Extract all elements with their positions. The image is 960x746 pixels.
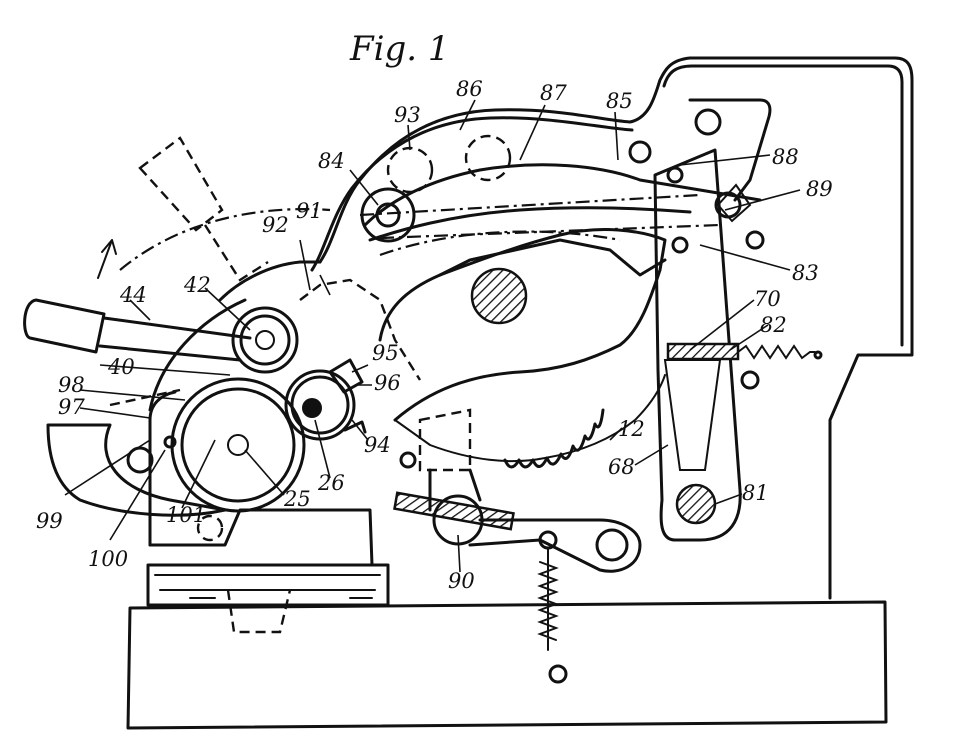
- label-88: 88: [772, 145, 799, 169]
- label-90: 90: [448, 569, 475, 593]
- upper-linkage: [359, 98, 772, 254]
- label-68: 68: [608, 455, 635, 479]
- label-81: 81: [742, 481, 769, 505]
- label-70: 70: [754, 287, 781, 311]
- arm-pivot-section: [675, 483, 717, 525]
- label-98: 98: [58, 373, 85, 397]
- label-12: 12: [618, 417, 645, 441]
- leader-lines: [64, 99, 801, 573]
- label-42: 42: [183, 273, 211, 297]
- label-85: 85: [606, 89, 633, 113]
- label-99: 99: [36, 509, 63, 533]
- vertical-arm: [653, 148, 823, 542]
- housing: [148, 56, 914, 600]
- label-97: 97: [58, 395, 85, 419]
- label-95: 95: [372, 341, 399, 365]
- label-93: 93: [394, 103, 421, 127]
- pawl-block: [666, 342, 740, 361]
- reference-numerals: 86 87 85 93 84 88 89 91 92 83 70 82 42 4…: [36, 77, 833, 593]
- label-100: 100: [88, 547, 128, 571]
- label-92: 92: [262, 213, 289, 237]
- machine-base: [126, 563, 888, 730]
- label-84: 84: [318, 149, 345, 173]
- label-96: 96: [374, 371, 401, 395]
- hand-lever: [23, 136, 331, 517]
- label-40: 40: [107, 355, 135, 379]
- main-shaft-section: [470, 267, 528, 325]
- label-25: 25: [283, 487, 311, 511]
- label-26: 26: [317, 471, 345, 495]
- lower-link: [393, 408, 642, 684]
- left-gear-train: [126, 306, 417, 542]
- label-86: 86: [456, 77, 483, 101]
- label-89: 89: [806, 177, 833, 201]
- label-83: 83: [792, 261, 819, 285]
- label-94: 94: [364, 433, 391, 457]
- label-44: 44: [119, 283, 147, 307]
- label-82: 82: [760, 313, 787, 337]
- link-bar: [393, 491, 515, 531]
- sector-gear: [378, 228, 667, 469]
- label-91: 91: [296, 199, 323, 223]
- figure-title: Fig. 1: [349, 29, 449, 69]
- label-101: 101: [166, 503, 206, 527]
- label-87: 87: [540, 81, 567, 105]
